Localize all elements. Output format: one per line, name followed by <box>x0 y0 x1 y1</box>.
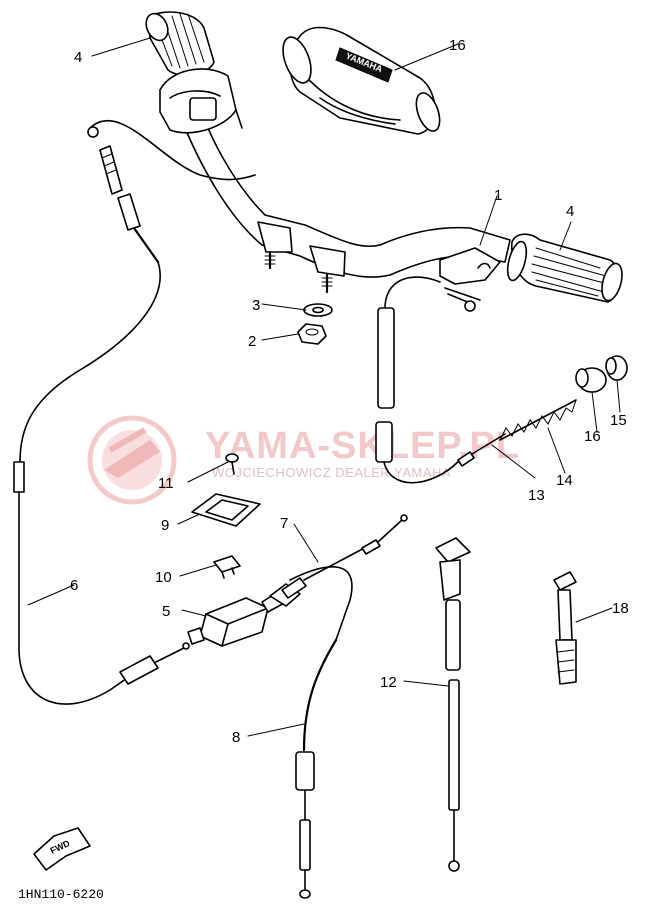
callout-15: 15 <box>610 412 627 429</box>
cable-8 <box>289 566 353 899</box>
cable-12 <box>435 537 471 872</box>
throttle-housing <box>159 68 243 134</box>
brake-cable-13 <box>457 433 506 467</box>
callout-2: 2 <box>248 333 256 350</box>
callout-4-right: 4 <box>566 203 574 220</box>
callout-14: 14 <box>556 472 573 489</box>
callout-11: 11 <box>158 475 174 492</box>
watermark-brand: YAMA-SKLEP.PL <box>205 425 520 467</box>
callout-3: 3 <box>252 297 260 314</box>
clip-10 <box>213 555 241 579</box>
cable-7 <box>281 514 408 599</box>
callout-12: 12 <box>380 674 397 691</box>
screw-11 <box>225 453 239 475</box>
handlebar <box>184 107 511 312</box>
callout-7: 7 <box>280 515 288 532</box>
cap-15 <box>605 355 628 381</box>
fwd-arrow-icon: FWD <box>33 827 91 871</box>
right-grip <box>506 233 623 303</box>
watermark: YAMA-SKLEP.PL WOJCIECHOWICZ DEALER YAMAH… <box>87 415 520 505</box>
left-grip <box>145 11 215 76</box>
callout-4-left: 4 <box>74 49 82 66</box>
plate-9 <box>191 493 261 527</box>
junction-5 <box>187 583 301 647</box>
diagram-code: 1HN110-6220 <box>18 887 104 902</box>
nut-2 <box>297 323 327 345</box>
callouts: 4 16 1 4 3 2 11 9 10 5 6 7 8 12 13 14 16… <box>70 37 629 746</box>
spring-14 <box>499 399 577 441</box>
callout-13: 13 <box>528 487 545 504</box>
callout-17: 16 <box>449 37 466 54</box>
callout-18: 18 <box>612 600 629 617</box>
callout-16: 16 <box>584 428 601 445</box>
watermark-logo-icon <box>87 415 177 505</box>
leader-lines <box>27 37 621 737</box>
throttle-cable <box>13 120 256 705</box>
lever-cable <box>375 276 461 484</box>
callout-1: 1 <box>494 187 502 204</box>
watermark-dealer: WOJCIECHOWICZ DEALER YAMAHA <box>212 465 451 480</box>
cable-end-16 <box>575 367 607 393</box>
callout-9: 9 <box>161 517 169 534</box>
callout-8: 8 <box>232 729 240 746</box>
callout-6: 6 <box>70 577 78 594</box>
grip-17: YAMAHA <box>282 26 441 135</box>
strap-18 <box>553 571 577 685</box>
washer-3 <box>303 303 333 317</box>
callout-10: 10 <box>155 569 172 586</box>
callout-5: 5 <box>162 603 170 620</box>
